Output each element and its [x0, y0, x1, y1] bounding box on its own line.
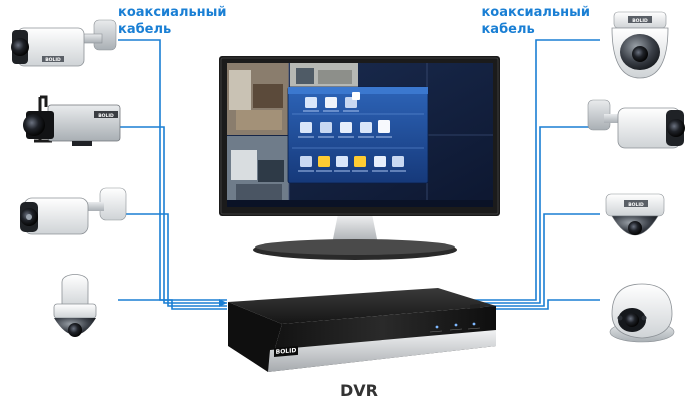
cables-right — [470, 39, 600, 310]
monitor-stand — [332, 214, 378, 244]
cable-right-3 — [470, 213, 600, 307]
cables-left — [118, 39, 227, 310]
dvr-trim — [268, 330, 496, 372]
cable-label-left-line2: кабель — [118, 22, 172, 37]
monitor-icon — [219, 56, 500, 260]
cable-left-arrow — [219, 299, 227, 307]
cable-label-right: коаксиальный кабель — [481, 4, 590, 38]
camera-brand-text: BOLID — [628, 202, 644, 208]
mini-dome-camera-icon: BOLID — [605, 193, 665, 236]
turret-camera-icon — [609, 283, 675, 343]
cable-label-left: коаксиальный кабель — [118, 4, 227, 38]
menu-icons-row-3 — [300, 156, 404, 167]
menu-icons-row-2 — [300, 120, 390, 133]
dome-camera-icon: BOLID — [611, 11, 669, 79]
camera-brand-text: BOLID — [98, 113, 114, 119]
cable-left-1 — [118, 39, 227, 301]
bullet-camera-icon: BOLID — [11, 19, 117, 67]
menu-caption-lines — [298, 110, 406, 172]
cable-left-3 — [118, 213, 227, 307]
cable-right-2 — [470, 126, 600, 304]
menu-icons-row-1 — [305, 92, 360, 108]
bullet-camera-icon — [20, 187, 127, 235]
cable-label-left-line1: коаксиальный — [118, 5, 227, 20]
cable-left-2 — [118, 126, 227, 304]
camera-brand-text: BOLID — [632, 18, 648, 24]
cable-right-1 — [470, 39, 600, 301]
dvr-top — [228, 288, 496, 324]
bullet-camera-icon — [587, 99, 685, 149]
dvr-recorder-icon: BOLID — [228, 288, 496, 372]
cable-left-4 — [118, 299, 227, 310]
dvr-brand-logo: BOLID — [276, 347, 297, 356]
dvr-label: DVR — [340, 381, 378, 400]
cable-label-right-line2: кабель — [481, 22, 535, 37]
ptz-dome-camera-icon — [53, 274, 97, 337]
camera-brand-text: BOLID — [45, 57, 61, 63]
cable-label-right-line1: коаксиальный — [481, 5, 590, 20]
box-camera-icon: BOLID — [23, 95, 121, 146]
cable-right-4 — [470, 299, 600, 310]
